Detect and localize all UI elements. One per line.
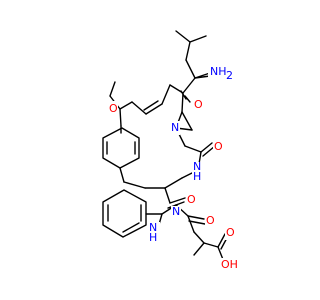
amide-nitrogen-one-label: N	[193, 160, 201, 173]
acid-carbonyl-oxygen-label: O	[226, 226, 235, 239]
amide-oxygen-three-label: O	[206, 214, 215, 227]
acid-hydroxyl-label: OH	[221, 258, 238, 271]
molecule-structure-diagram: NH 2 O N O O N H O O N N H O OH	[102, 30, 238, 272]
n-ring-bg	[170, 121, 180, 135]
lower-phenyl	[102, 189, 147, 238]
o-acid-bg	[225, 226, 235, 240]
isobutyl-side-chain	[175, 30, 207, 79]
central-linker	[123, 177, 186, 209]
atom-labels: NH 2 O N O O N H O O N N H O OH	[108, 63, 238, 272]
ring-nitrogen-label: N	[171, 121, 179, 134]
amide-oxygen-two-label: O	[187, 193, 196, 206]
amide-oxygen-one-label: O	[214, 140, 223, 153]
amine-label: NH	[210, 65, 227, 78]
structure-svg: NH 2 O N O O N H O O N N H O OH	[102, 30, 238, 272]
alkene-linker	[119, 84, 171, 115]
ether-phenyl	[102, 81, 140, 183]
ether-oxygen-label: O	[109, 102, 118, 115]
amine-stereo-bond	[194, 72, 211, 79]
o-amide3-bg	[205, 214, 215, 228]
n-amide3-bg	[171, 206, 181, 218]
nh2-label-bg	[208, 63, 232, 79]
amine-subscript: 2	[226, 69, 233, 82]
amide-hydrogen-one-label: H	[193, 170, 201, 183]
n-amide2-bg	[148, 222, 160, 244]
amide-hydrogen-two-label: H	[149, 231, 157, 244]
oh-acid-bg	[220, 258, 238, 272]
n-amide1-bg	[192, 162, 202, 184]
o-ether-bg	[108, 101, 118, 115]
amide-nitrogen-two-label: N	[149, 221, 157, 234]
o-ketone-bg	[193, 98, 203, 112]
o-amide1-bg	[213, 140, 223, 154]
o-amide2-bg	[186, 193, 196, 207]
amide-nitrogen-three-label: N	[172, 205, 180, 218]
ketone-segment	[169, 77, 196, 113]
ketone-oxygen-label: O	[194, 98, 203, 111]
